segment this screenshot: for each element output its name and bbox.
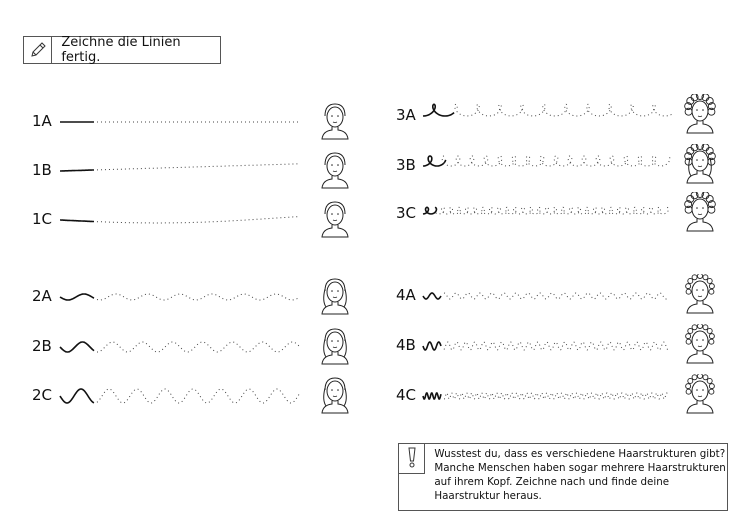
- solid-start-line: [422, 103, 455, 117]
- instruction-text: Zeichne die Linien fertig.: [61, 35, 181, 65]
- dotted-trace-line[interactable]: [96, 388, 301, 404]
- dotted-trace-line[interactable]: [96, 216, 300, 224]
- dotted-trace-line[interactable]: [96, 293, 301, 301]
- row-label: 4A: [396, 286, 416, 304]
- dotted-trace-line[interactable]: [443, 341, 669, 351]
- row-label: 3B: [396, 156, 416, 174]
- row-label: 1B: [32, 161, 52, 179]
- row-label: 1C: [32, 210, 53, 228]
- dotted-trace-line[interactable]: [435, 206, 670, 215]
- face-icon: [319, 374, 351, 418]
- row-label: 1A: [32, 112, 52, 130]
- face-icon: [684, 142, 716, 188]
- row-label: 4C: [396, 386, 417, 404]
- face-icon: [319, 198, 351, 242]
- solid-start-line: [60, 169, 94, 172]
- info-box: Wusstest du, dass es verschiedene Haarst…: [398, 443, 728, 511]
- dotted-trace-line[interactable]: [97, 163, 300, 171]
- solid-start-line: [60, 219, 94, 223]
- face-icon: [684, 323, 716, 368]
- task-instruction-box: Zeichne die Linien fertig.: [23, 35, 221, 65]
- solid-start-line: [422, 155, 447, 167]
- dotted-trace-line[interactable]: [444, 392, 669, 400]
- solid-start-line: [59, 341, 95, 353]
- solid-start-line: [59, 293, 95, 301]
- solid-start-line: [422, 341, 442, 351]
- row-label: 2B: [32, 337, 52, 355]
- pencil-icon: [24, 37, 53, 63]
- dotted-trace-line[interactable]: [441, 155, 671, 167]
- row-label: 3A: [396, 106, 416, 124]
- info-text: Wusstest du, dass es verschiedene Haarst…: [434, 448, 726, 502]
- solid-start-line: [422, 206, 438, 215]
- dotted-trace-line[interactable]: [454, 103, 673, 117]
- face-icon: [684, 273, 716, 318]
- dotted-trace-line[interactable]: [443, 292, 669, 300]
- row-label: 2C: [32, 386, 53, 404]
- solid-start-line: [422, 292, 442, 300]
- face-icon: [684, 92, 716, 138]
- face-icon: [684, 190, 716, 236]
- dotted-trace-line[interactable]: [97, 341, 301, 353]
- row-label: 2A: [32, 287, 52, 305]
- face-icon: [684, 373, 716, 418]
- solid-start-line: [59, 388, 95, 404]
- solid-start-line: [422, 392, 442, 400]
- face-icon: [319, 325, 351, 369]
- exclamation-icon: [399, 444, 426, 474]
- face-icon: [319, 149, 351, 193]
- face-icon: [319, 100, 351, 144]
- row-label: 4B: [396, 336, 416, 354]
- row-label: 3C: [396, 204, 417, 222]
- face-icon: [319, 275, 351, 319]
